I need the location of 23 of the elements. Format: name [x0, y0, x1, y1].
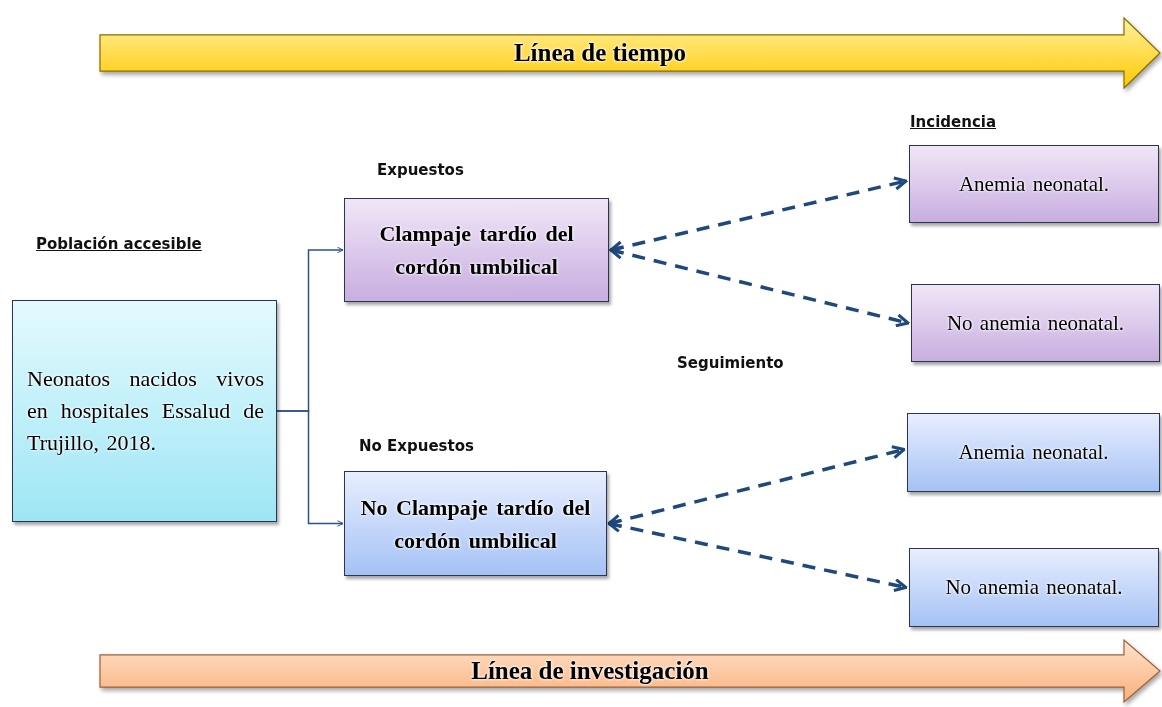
timeline-arrow [100, 640, 1160, 702]
process-box [909, 145, 1159, 223]
column-heading: Incidencia [910, 113, 997, 131]
dashed-arrow [607, 518, 908, 593]
process-box [909, 548, 1159, 627]
box-text: Anemia neonatal. [957, 439, 1110, 467]
box-text: Clampaje tardío del cordón umbilical [378, 220, 575, 281]
box-text: No Clampaje tardío del cordón umbilical [359, 493, 592, 555]
heading-text: Población accesible [36, 235, 202, 253]
band-title: Línea de investigación [471, 657, 709, 685]
arrow [276, 410, 344, 527]
dashed-arrow [609, 245, 910, 328]
timeline-arrow [100, 18, 1160, 88]
process-box [911, 284, 1160, 362]
box-text: No anemia neonatal. [944, 574, 1124, 602]
heading-text: No Expuestos [359, 437, 474, 455]
box-text: Anemia neonatal. [957, 170, 1111, 198]
process-box [907, 413, 1160, 492]
box-text: No anemia neonatal. [945, 309, 1126, 337]
box-text: Neonatos nacidos vivos en hospitales Essalud de Trujillo, 2018. [26, 365, 265, 457]
band-title: Línea de tiempo [513, 39, 687, 67]
heading-text: Expuestos [377, 161, 464, 179]
column-heading: Seguimiento [677, 354, 784, 372]
